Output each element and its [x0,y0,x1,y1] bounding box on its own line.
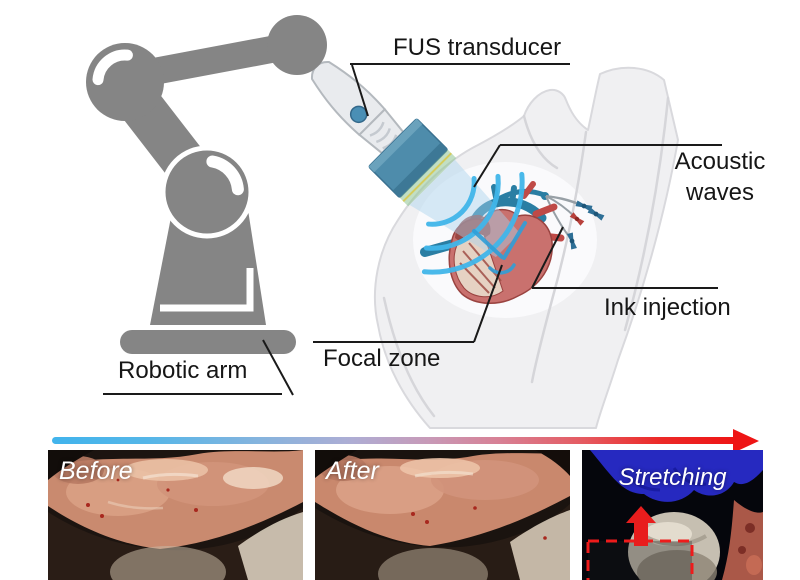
stretching-photo-art [582,450,763,580]
before-label: Before [59,457,133,485]
catheter-connector-icon [567,232,577,250]
catheter-connector-icon [575,200,593,212]
focal-pointer-line [473,264,503,343]
robot-wrist-joint [267,15,327,75]
fus-transducer-label: FUS transducer [393,34,562,61]
after-photo-art [315,450,570,580]
fus-pointer-line [351,64,369,117]
after-label: After [326,457,379,485]
robotic-arm-label: Robotic arm [118,357,248,384]
robot-pointer-line [262,339,294,396]
schematic-illustration [86,15,722,429]
stretch-arrow-icon [626,506,656,546]
after-photo-panel: After [315,450,570,580]
acoustic-waves-icon [421,171,525,275]
catheter-connector-red-icon [569,212,585,226]
timeline-gradient-bar [52,437,734,444]
before-photo-art [48,450,303,580]
stretching-photo-panel: Stretching [582,450,763,580]
ink-pointer-line [531,226,564,289]
timeline-arrowhead-icon [733,428,759,453]
focal-zone-waves [472,221,527,275]
glove-shape [590,450,763,502]
catheter-connector-icon [587,207,605,221]
callout-lines [103,63,722,396]
acoustic-pointer-line [473,144,501,188]
ink-injection-label: Ink injection [604,294,731,321]
transducer-marker-dot [349,105,368,124]
stretching-label: Stretching [618,464,727,491]
roi-dashed-box [586,539,694,580]
focal-zone-label: Focal zone [323,345,441,372]
fus-transducer-illustration [310,60,525,275]
robotic-arm-illustration [86,15,327,354]
robot-base [120,330,296,354]
before-photo-panel: Before [48,450,303,580]
acoustic-waves-label: Acoustic waves [674,148,766,206]
